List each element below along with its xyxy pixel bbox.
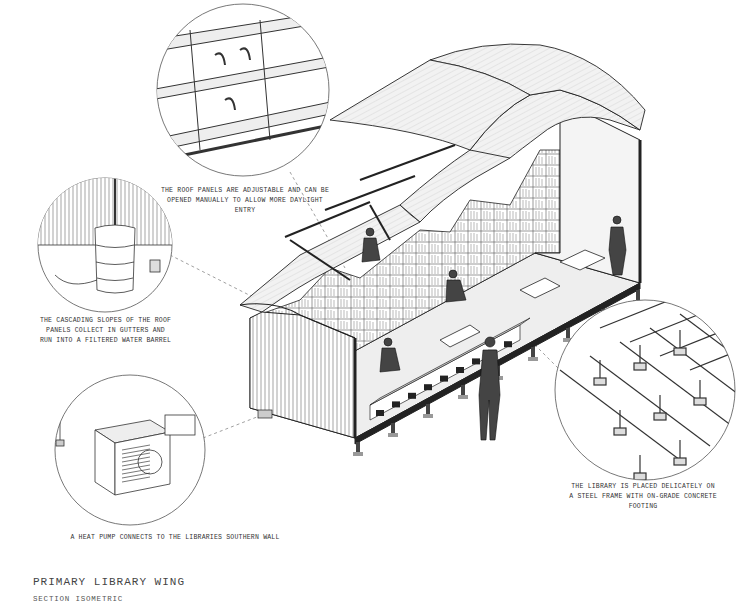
callout-note: THE ROOF PANELS ARE ADJUSTABLE AND CAN B… (160, 186, 330, 216)
drawing-title: PRIMARY LIBRARY WING (33, 576, 185, 588)
callout-note: A HEAT PUMP CONNECTS TO THE LIBRARIES SO… (60, 533, 290, 543)
drawing-subtitle: SECTION ISOMETRIC (33, 595, 123, 603)
callout-note: THE LIBRARY IS PLACED DELICATELY ON A ST… (568, 482, 718, 512)
callout-note: THE CASCADING SLOPES OF THE ROOF PANELS … (38, 316, 173, 346)
